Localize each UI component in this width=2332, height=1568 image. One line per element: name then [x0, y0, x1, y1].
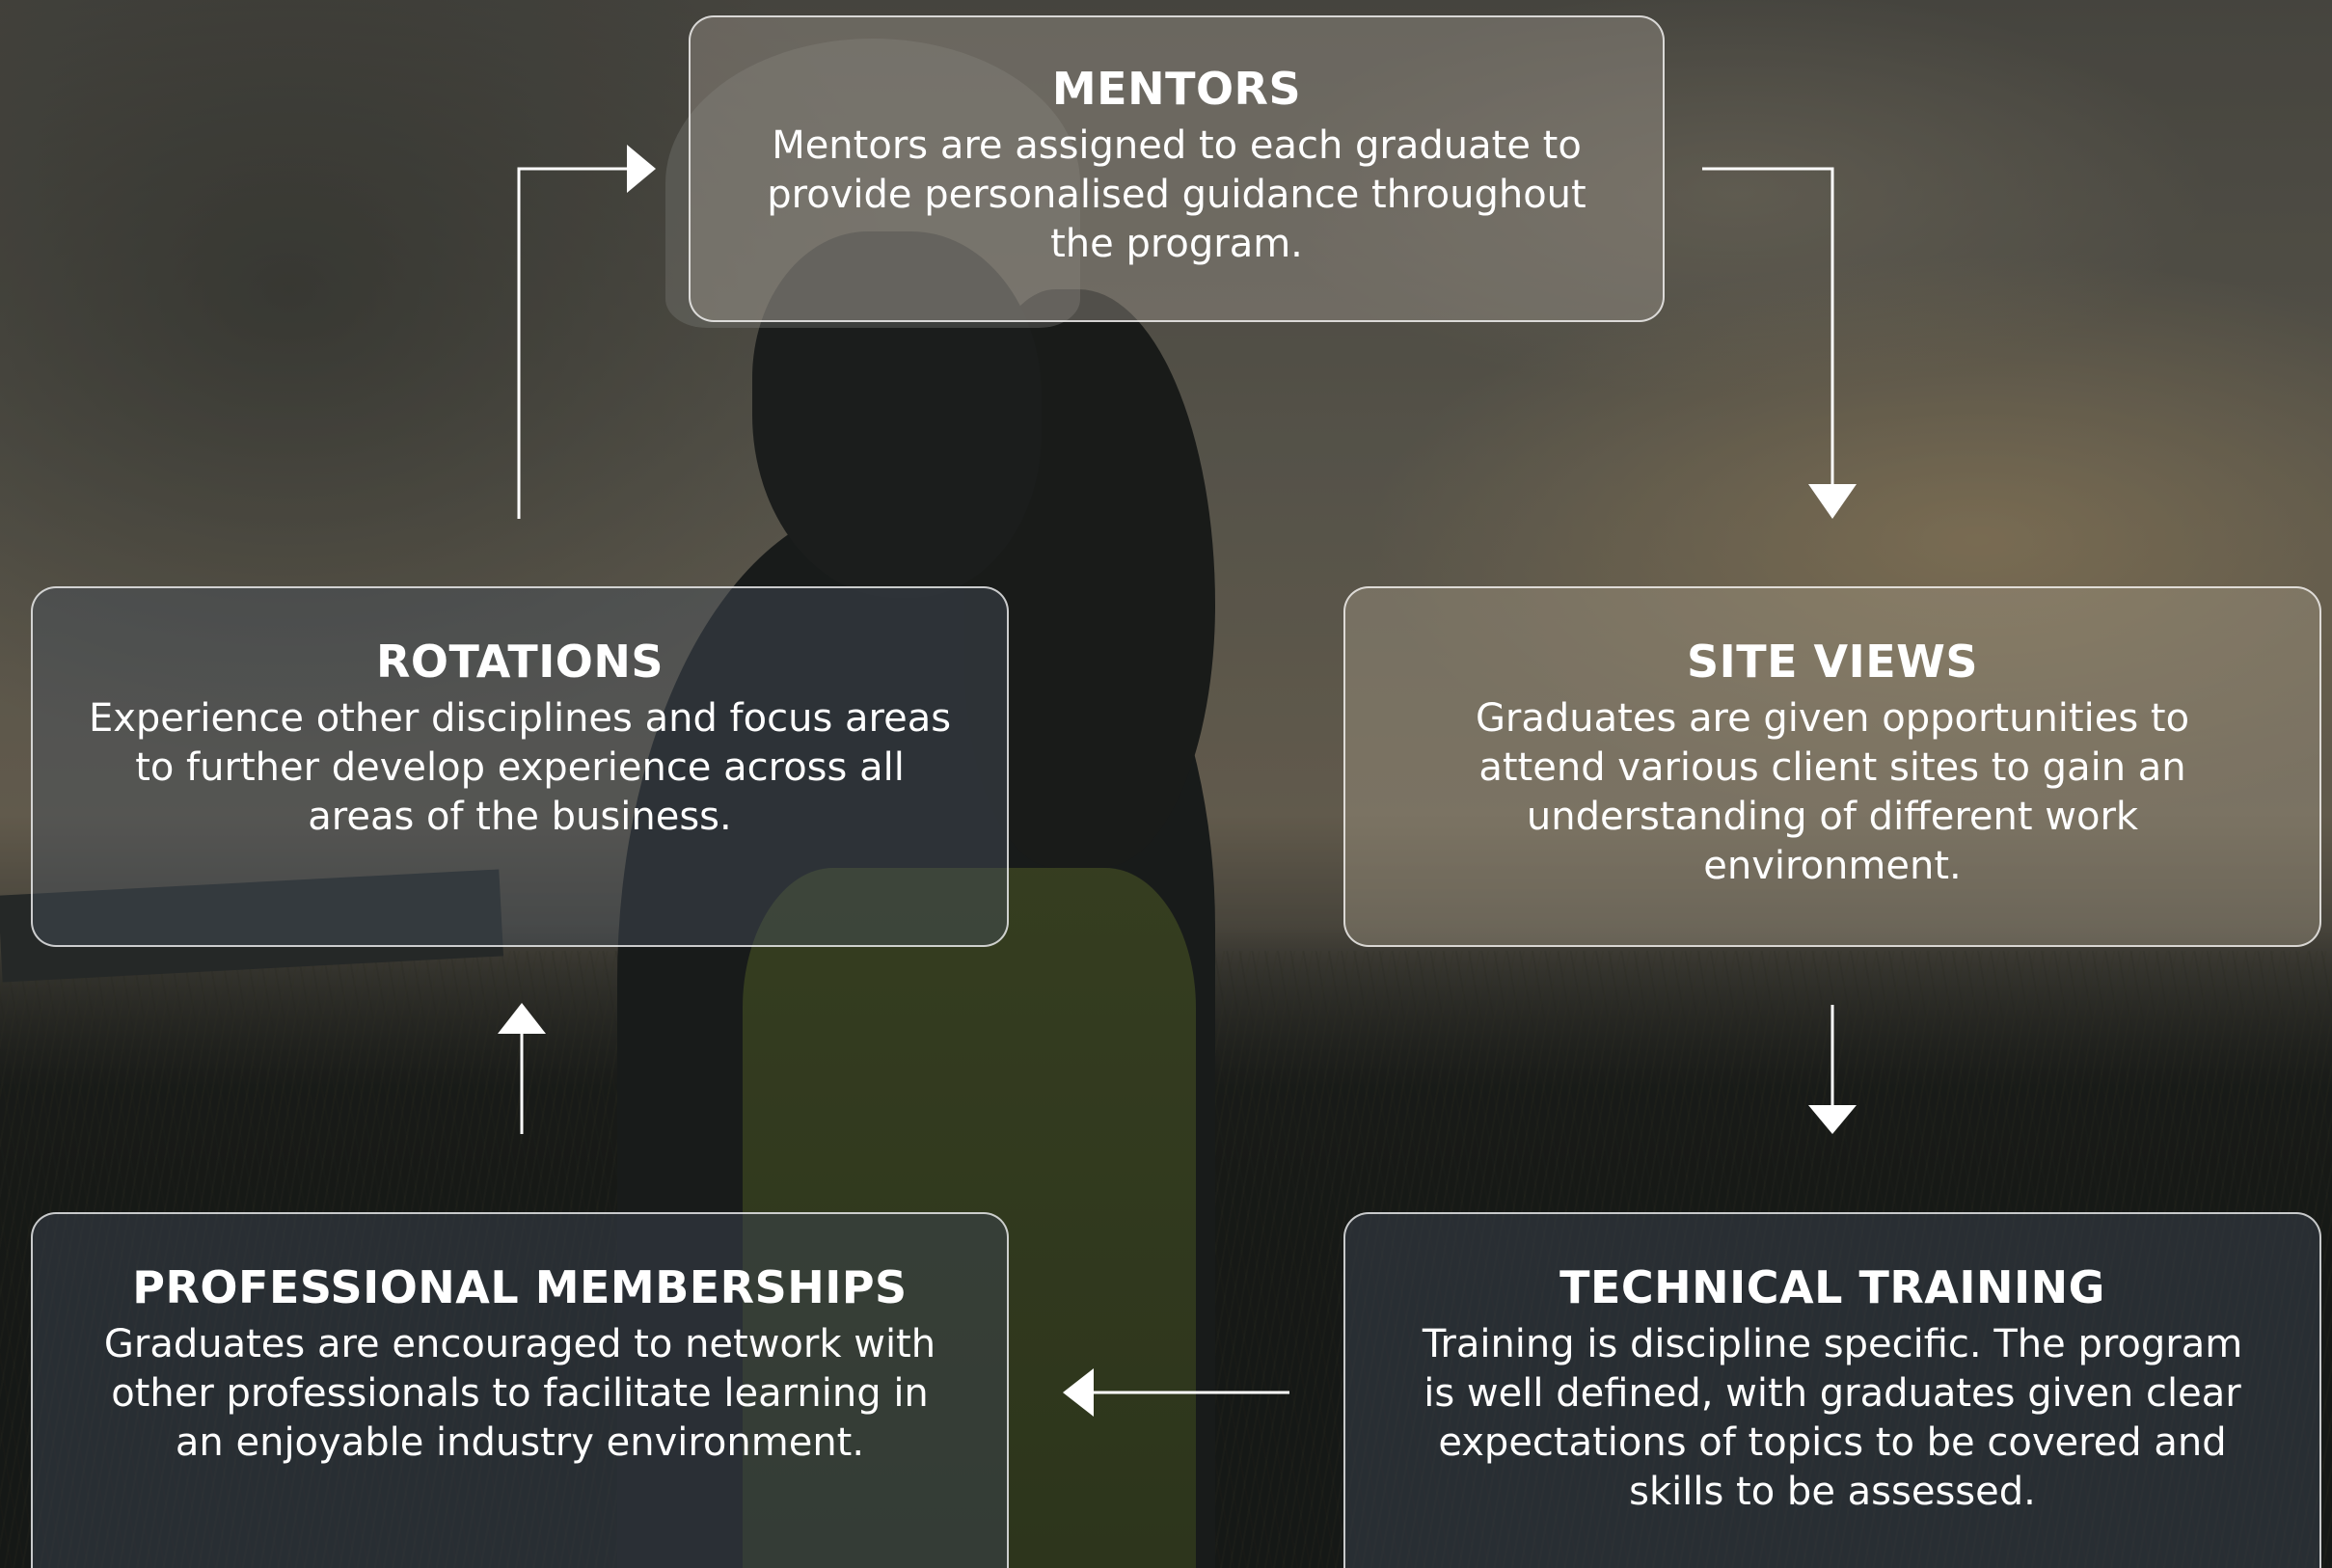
site-views-description: Graduates are given opportunities to att… — [1475, 696, 2190, 888]
technical-training-description: Training is discipline specific. The pro… — [1422, 1322, 2243, 1514]
rotations-title: ROTATIONS — [375, 635, 664, 688]
technical-training-card: TECHNICAL TRAINING Training is disciplin… — [1343, 1212, 2321, 1568]
professional-memberships-description: Graduates are encouraged to network with… — [103, 1322, 936, 1465]
mentors-card: MENTORS Mentors are assigned to each gra… — [689, 15, 1665, 322]
mentors-title: MENTORS — [1051, 63, 1302, 115]
rotations-card: ROTATIONS Experience other disciplines a… — [31, 586, 1009, 947]
site-views-title: SITE VIEWS — [1686, 635, 1979, 688]
hard-hat-silhouette — [665, 39, 1080, 328]
mentors-description: Mentors are assigned to each graduate to… — [767, 123, 1586, 266]
rotations-description: Experience other disciplines and focus a… — [88, 696, 952, 839]
worker-head-silhouette — [752, 231, 1042, 598]
technical-training-title: TECHNICAL TRAINING — [1559, 1261, 2105, 1313]
professional-memberships-title: PROFESSIONAL MEMBERSHIPS — [132, 1261, 908, 1313]
site-views-card: SITE VIEWS Graduates are given opportuni… — [1343, 586, 2321, 947]
professional-memberships-card: PROFESSIONAL MEMBERSHIPS Graduates are e… — [31, 1212, 1009, 1568]
